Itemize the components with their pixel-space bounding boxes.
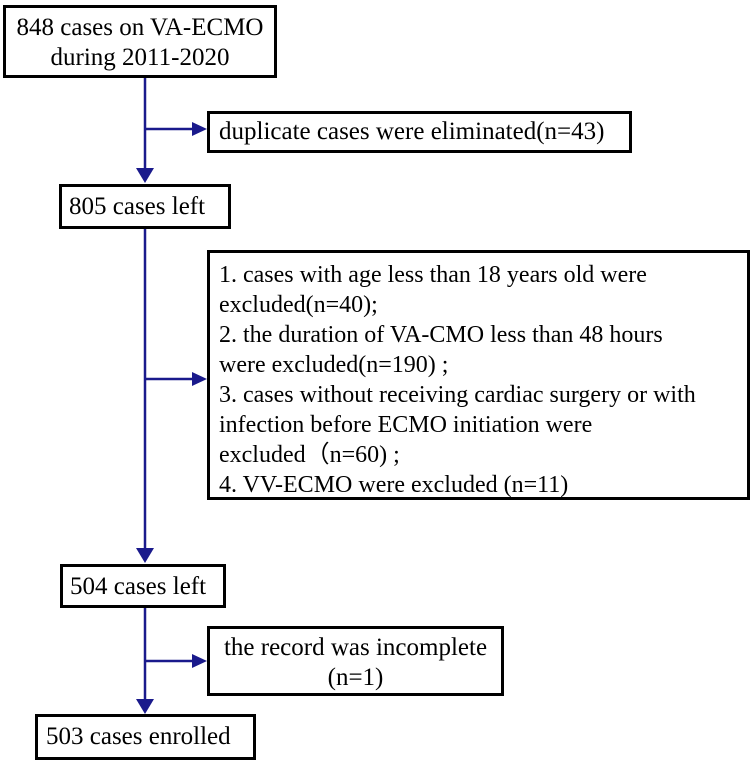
- criteria-line-1: 1. cases with age less than 18 years old…: [219, 262, 647, 288]
- remaining-805-text: 805 cases left: [69, 193, 206, 220]
- remaining-805-box: 805 cases left: [59, 184, 231, 229]
- criteria-line-2: excluded(n=40);: [219, 292, 378, 318]
- side-arrow-head-2: [192, 372, 207, 386]
- enrolled-box: 503 cases enrolled: [35, 714, 256, 760]
- exclusion-box-criteria: 1. cases with age less than 18 years old…: [207, 250, 750, 500]
- start-line-1: 848 cases on VA-ECMO: [16, 14, 264, 41]
- criteria-line-6: infection before ECMO initiation were: [219, 412, 593, 438]
- arrow-head-down-1: [136, 168, 154, 183]
- criteria-line-4: were excluded(n=190) ;: [219, 352, 449, 378]
- criteria-line-5: 3. cases without receiving cardiac surge…: [219, 382, 696, 408]
- criteria-line-7: excluded（n=60) ;: [219, 442, 400, 468]
- remaining-504-box: 504 cases left: [60, 564, 226, 608]
- criteria-line-3: 2. the duration of VA-CMO less than 48 h…: [219, 322, 663, 348]
- start-box: 848 cases on VA-ECMO during 2011-2020: [3, 5, 277, 78]
- incomplete-line-1: the record was incomplete: [223, 634, 488, 661]
- arrow-head-down-2: [136, 548, 154, 563]
- incomplete-line-2: (n=1): [327, 664, 384, 691]
- exclusion-box-incomplete: the record was incomplete (n=1): [207, 626, 504, 696]
- side-arrow-head-1: [192, 122, 207, 136]
- enrolled-text: 503 cases enrolled: [46, 723, 231, 750]
- remaining-504-text: 504 cases left: [70, 573, 207, 600]
- exclusion-box-duplicates: duplicate cases were eliminated(n=43): [207, 111, 632, 153]
- criteria-line-8: 4. VV-ECMO were excluded (n=11): [219, 472, 569, 498]
- arrow-head-down-3: [136, 699, 154, 714]
- side-arrow-head-3: [192, 654, 207, 668]
- exclusion-duplicates-text: duplicate cases were eliminated(n=43): [219, 118, 605, 145]
- start-line-2: during 2011-2020: [50, 44, 230, 71]
